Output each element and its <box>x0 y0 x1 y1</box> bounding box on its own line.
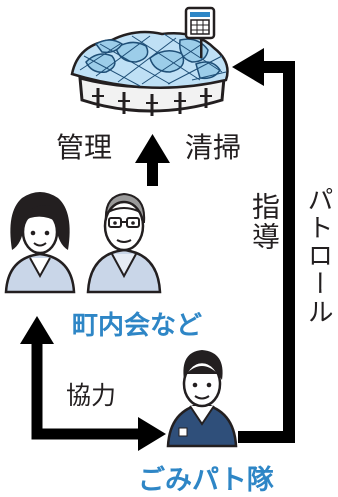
label-neighborhood-association: 町内会など <box>72 311 203 341</box>
garbage-station-illustration <box>70 6 229 116</box>
elderly-man-illustration <box>86 192 162 294</box>
label-management: 管理 <box>56 131 113 164</box>
arrow-up-to-station <box>135 134 170 186</box>
label-cleaning: 清掃 <box>185 131 242 164</box>
label-patrol: パトロール <box>303 186 333 326</box>
arrow-cooperation <box>20 316 166 451</box>
woman-illustration <box>4 192 76 294</box>
label-cooperation: 協力 <box>66 381 117 410</box>
patrol-staff-illustration <box>166 350 238 448</box>
label-guidance: 指導 <box>248 192 281 252</box>
arrow-patrol-loop <box>232 48 295 443</box>
label-garbage-patrol-team: ごみパト隊 <box>138 465 274 496</box>
